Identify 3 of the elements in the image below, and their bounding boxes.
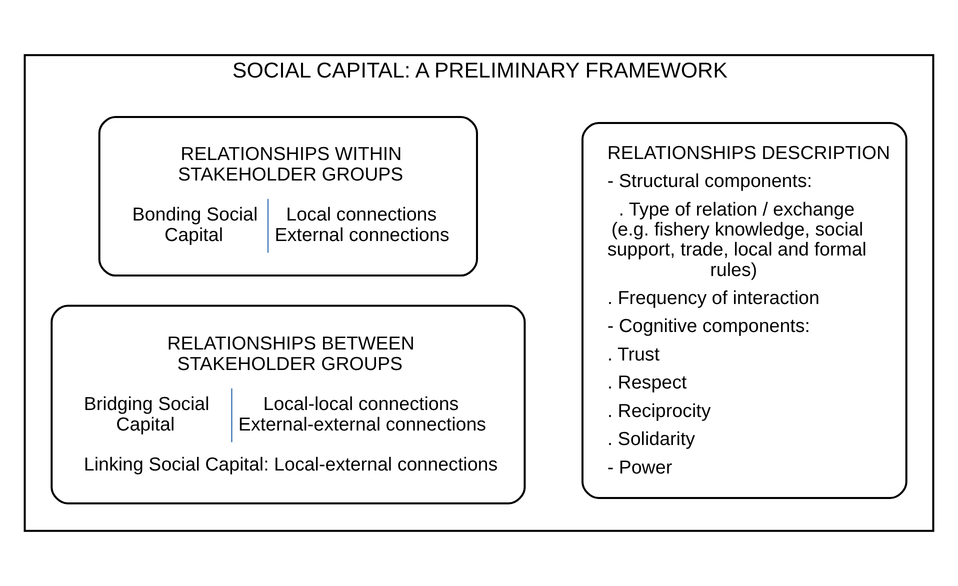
node-box: RELATIONSHIPS BETWEEN STAKEHOLDER GROUPS Bridging Social Capital Local-local connections External-external connections Linking Social Capital: Local-external connections [50, 304, 526, 504]
node-box: RELATIONSHIPS WITHIN STAKEHOLDER GROUPS Bonding Social Capital Local connections External connections [98, 116, 478, 277]
node-box: RELATIONSHIPS DESCRIPTION - Structural components: . Type of relation / exchange (e.g. fishery knowledge, social support, trade, local and formal rules) . Frequency of interaction - Cognitive components: . Trust . Respect . Reciprocity . Solidarity - Power [581, 122, 908, 499]
